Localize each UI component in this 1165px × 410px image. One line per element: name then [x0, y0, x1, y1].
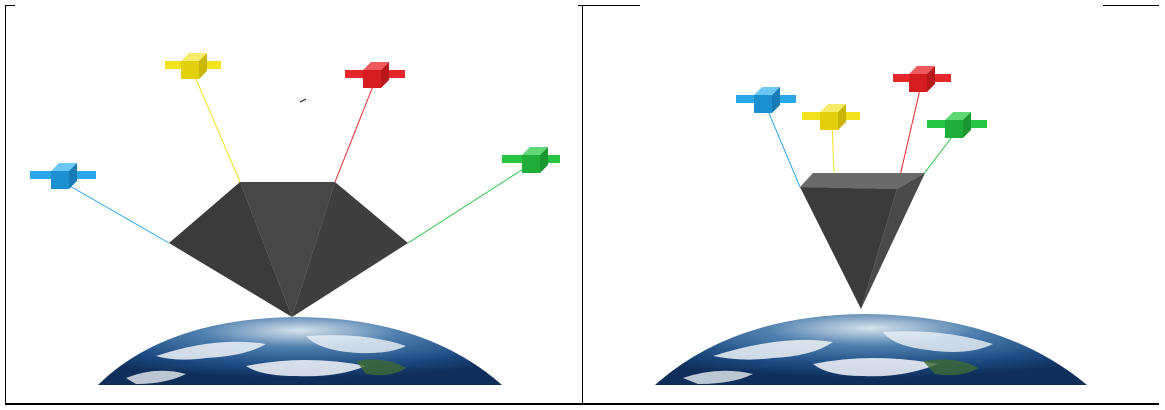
tether-red	[896, 84, 922, 190]
satellite-red-icon	[345, 62, 405, 88]
satellite-blue-icon	[30, 163, 96, 189]
satellite-yellow-icon	[165, 53, 221, 79]
satellite-red-icon	[893, 66, 951, 92]
satellite-green-icon	[927, 112, 987, 138]
earth	[655, 314, 1087, 385]
tether-red	[334, 80, 376, 183]
panel-right	[583, 6, 1159, 403]
satellite-green-icon	[502, 147, 560, 173]
tether-blue	[62, 181, 170, 244]
tether-yellow	[831, 123, 835, 173]
frame-divider	[581, 5, 583, 404]
satellite-yellow-icon	[802, 104, 860, 130]
tether-blue	[765, 105, 801, 188]
tether-green	[407, 165, 529, 244]
satellite-blue-icon	[736, 87, 796, 113]
left-scene	[30, 53, 560, 385]
right-scene	[655, 66, 1087, 385]
tethers	[62, 71, 529, 244]
frame-bottom	[5, 403, 1159, 405]
pyramid	[169, 182, 408, 317]
tether-yellow	[192, 71, 241, 183]
earth	[98, 317, 502, 385]
debris-mark	[299, 98, 307, 103]
tether-green	[922, 132, 956, 176]
pyramid	[800, 173, 925, 309]
panel-left	[6, 6, 582, 403]
tethers	[765, 84, 956, 190]
